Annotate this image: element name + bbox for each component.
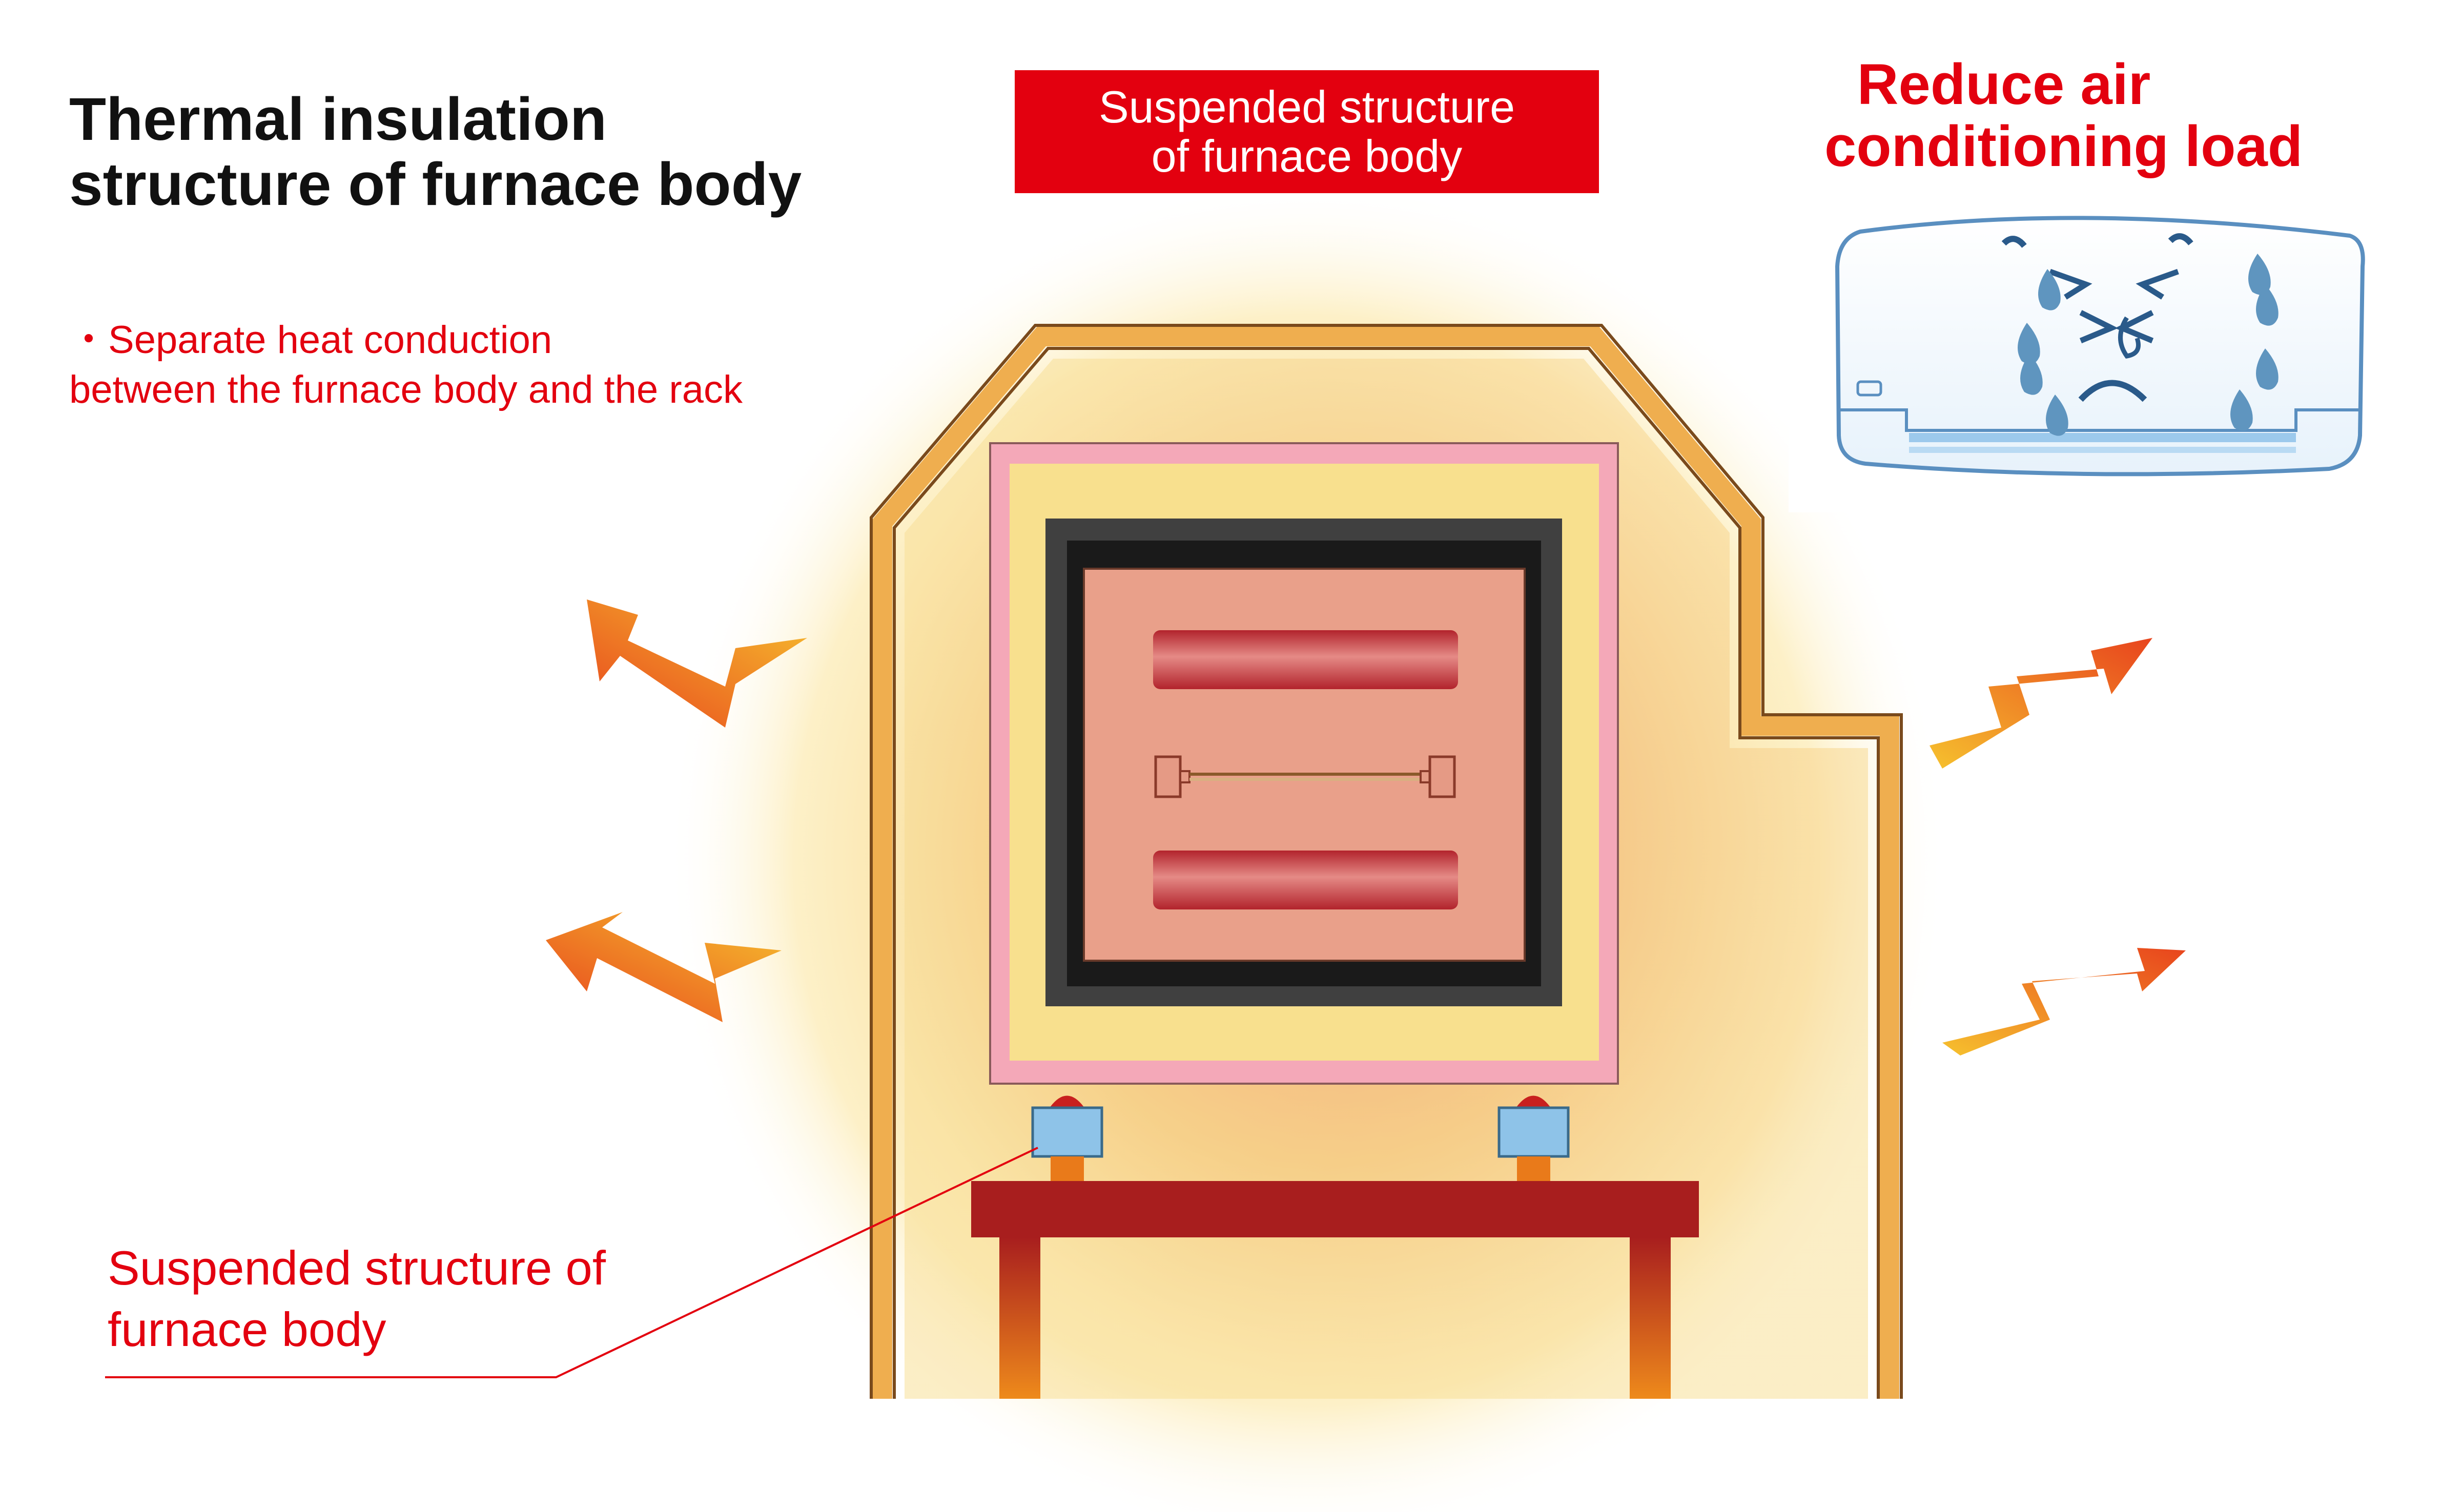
water-drop-icon (2256, 348, 2279, 390)
water-drop-icon (2046, 395, 2068, 436)
heat-arrow-icon (1930, 638, 2152, 769)
air-conditioner-icon (1789, 216, 2365, 512)
banner-line-2: of furnace body (1151, 131, 1463, 181)
rack (971, 1181, 1699, 1399)
furnace-shell-inner-outline (893, 347, 1880, 1399)
water-drop-icon (2256, 284, 2279, 326)
title-line-2: structure of furnace body (69, 151, 802, 219)
workpiece-shaft (1154, 755, 1456, 798)
ac-label-line-1: Reduce air (1857, 52, 2151, 116)
water-drop-icon (2020, 354, 2043, 395)
ac-label-line-2: conditioning load (1824, 114, 2303, 178)
sad-face-icon (2078, 380, 2147, 402)
furnace-shell (873, 327, 1899, 1399)
callout-leader-line (105, 1147, 1038, 1378)
note-line-1: ・Separate heat conduction (69, 318, 552, 362)
callout-line-2: furnace body (108, 1302, 386, 1357)
suspended-structure-banner: Suspended structure of furnace body (1015, 70, 1599, 193)
heater-rod-bottom (1153, 851, 1458, 909)
heat-arrow-icon (546, 912, 782, 1022)
banner-line-1: Suspended structure (1098, 81, 1515, 132)
support-right (1497, 1095, 1570, 1182)
page-title: Thermal insulation structure of furnace … (69, 87, 802, 218)
support-callout-label: Suspended structure of furnace body (108, 1237, 606, 1361)
title-line-1: Thermal insulation (69, 86, 607, 153)
water-drop-icon (2038, 269, 2061, 310)
heat-arrow-icon (1942, 948, 2186, 1055)
water-drop-icon (2018, 323, 2040, 364)
callout-line-1: Suspended structure of (108, 1241, 606, 1295)
support-left (1031, 1095, 1103, 1182)
note-line-2: between the furnace body and the rack (69, 368, 743, 412)
furnace-shell-outline (870, 324, 1903, 1399)
water-drop-icon (2230, 389, 2253, 431)
air-conditioning-label: Reduce air conditioning load (1824, 52, 2303, 178)
heat-conduction-note: ・Separate heat conduction between the fu… (69, 315, 743, 415)
heat-arrow-icon (587, 599, 807, 728)
heater-rod-top (1153, 630, 1458, 689)
